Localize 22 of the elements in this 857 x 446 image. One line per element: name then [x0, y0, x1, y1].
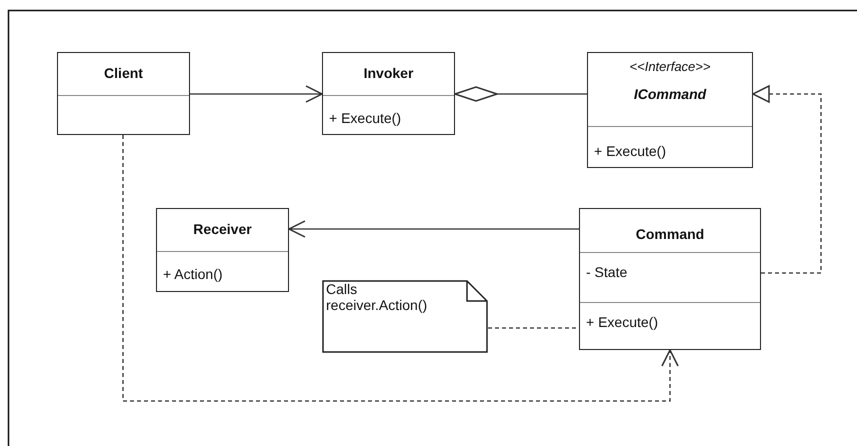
member-text: + Action()	[163, 266, 223, 282]
class-name: Client	[104, 65, 143, 81]
class-name: Invoker	[364, 65, 414, 81]
member-text: + Execute()	[329, 110, 401, 126]
arrow	[190, 85, 323, 103]
arrow	[288, 220, 579, 238]
member-text: - State	[586, 264, 628, 280]
class-box	[322, 52, 455, 135]
note	[322, 280, 488, 353]
class-box	[587, 52, 753, 168]
member-text: + Execute()	[594, 143, 666, 159]
dashed-arrow	[122, 135, 679, 402]
class-name: Command	[636, 226, 704, 242]
note-text: Calls receiver.Action()	[326, 281, 428, 313]
class-box	[57, 52, 190, 135]
class-box	[579, 208, 761, 350]
class-name: ICommand	[634, 86, 706, 102]
stereotype-label: <<Interface>>	[630, 59, 710, 75]
class-name: Receiver	[193, 221, 252, 237]
class-box	[156, 208, 289, 292]
dashed-arrow	[752, 85, 822, 274]
member-text: + Execute()	[586, 314, 658, 330]
